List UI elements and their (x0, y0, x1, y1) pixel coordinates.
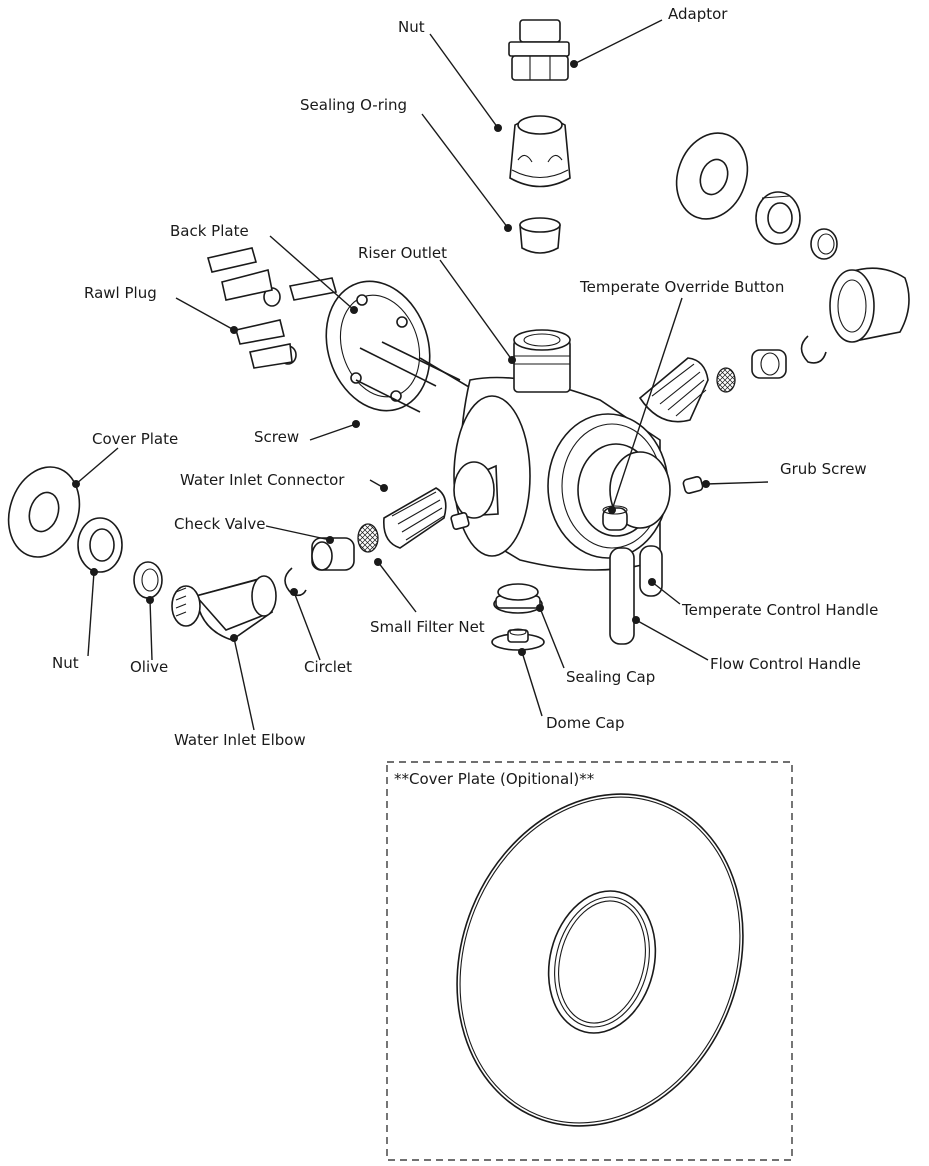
check-valve-part (311, 537, 355, 571)
right-circlet-part (800, 335, 827, 364)
left-olive-part (133, 561, 163, 599)
right-cover-plate-part (675, 132, 749, 220)
label-dome-cap: Dome Cap (546, 714, 625, 732)
label-screw: Screw (254, 428, 299, 446)
optional-box-caption: **Cover Plate (Opitional)** (394, 770, 595, 788)
label-sealing-oring: Sealing O-ring (300, 96, 407, 114)
nut-top-part (509, 115, 571, 188)
large-cover-plate-part (456, 793, 744, 1127)
label-riser-outlet: Riser Outlet (358, 244, 447, 262)
small-filter-net-part (357, 523, 379, 553)
leader-lines (72, 19, 769, 731)
label-water-inlet-connector: Water Inlet Connector (180, 471, 345, 489)
adaptor-part (508, 19, 570, 81)
optional-cover-plate-box: **Cover Plate (Opitional)** (386, 761, 793, 1161)
label-rawl-plug: Rawl Plug (84, 284, 157, 302)
left-cover-plate-part (7, 466, 81, 558)
label-water-inlet-elbow: Water Inlet Elbow (174, 731, 306, 749)
label-cover-plate: Cover Plate (92, 430, 178, 448)
label-small-filter-net: Small Filter Net (370, 618, 485, 636)
grub-screw-part (682, 476, 704, 494)
left-nut-part (77, 517, 123, 573)
label-back-plate: Back Plate (170, 222, 249, 240)
label-nut-top: Nut (398, 18, 425, 36)
valve-body-part (453, 329, 671, 645)
label-adaptor: Adaptor (668, 5, 728, 23)
water-inlet-elbow-part (171, 575, 277, 641)
label-grub-screw: Grub Screw (780, 460, 867, 478)
label-sealing-cap: Sealing Cap (566, 668, 655, 686)
label-check-valve: Check Valve (174, 515, 265, 533)
label-temperate-override-button: Temperate Override Button (579, 278, 784, 296)
label-circlet: Circlet (304, 658, 352, 676)
right-olive-part (810, 228, 838, 260)
right-check-valve-part (751, 349, 787, 379)
sealing-oring-part (519, 217, 561, 254)
rawl-plug-part (206, 247, 338, 369)
label-flow-control-handle: Flow Control Handle (710, 655, 861, 673)
small-grub-screw-part (450, 512, 470, 530)
right-inlet-connector-part (638, 357, 709, 423)
screw-part (355, 341, 475, 413)
right-nut-part (755, 191, 801, 245)
right-elbow-part (829, 267, 910, 343)
label-nut-left: Nut (52, 654, 79, 672)
back-plate-part (325, 280, 431, 412)
right-filter-net-part (716, 367, 736, 393)
sealing-cap-part (493, 583, 543, 614)
label-temperate-control-handle: Temperate Control Handle (681, 601, 878, 619)
dome-cap-part (491, 628, 545, 651)
label-olive: Olive (130, 658, 168, 676)
water-inlet-connector-part (383, 487, 447, 549)
